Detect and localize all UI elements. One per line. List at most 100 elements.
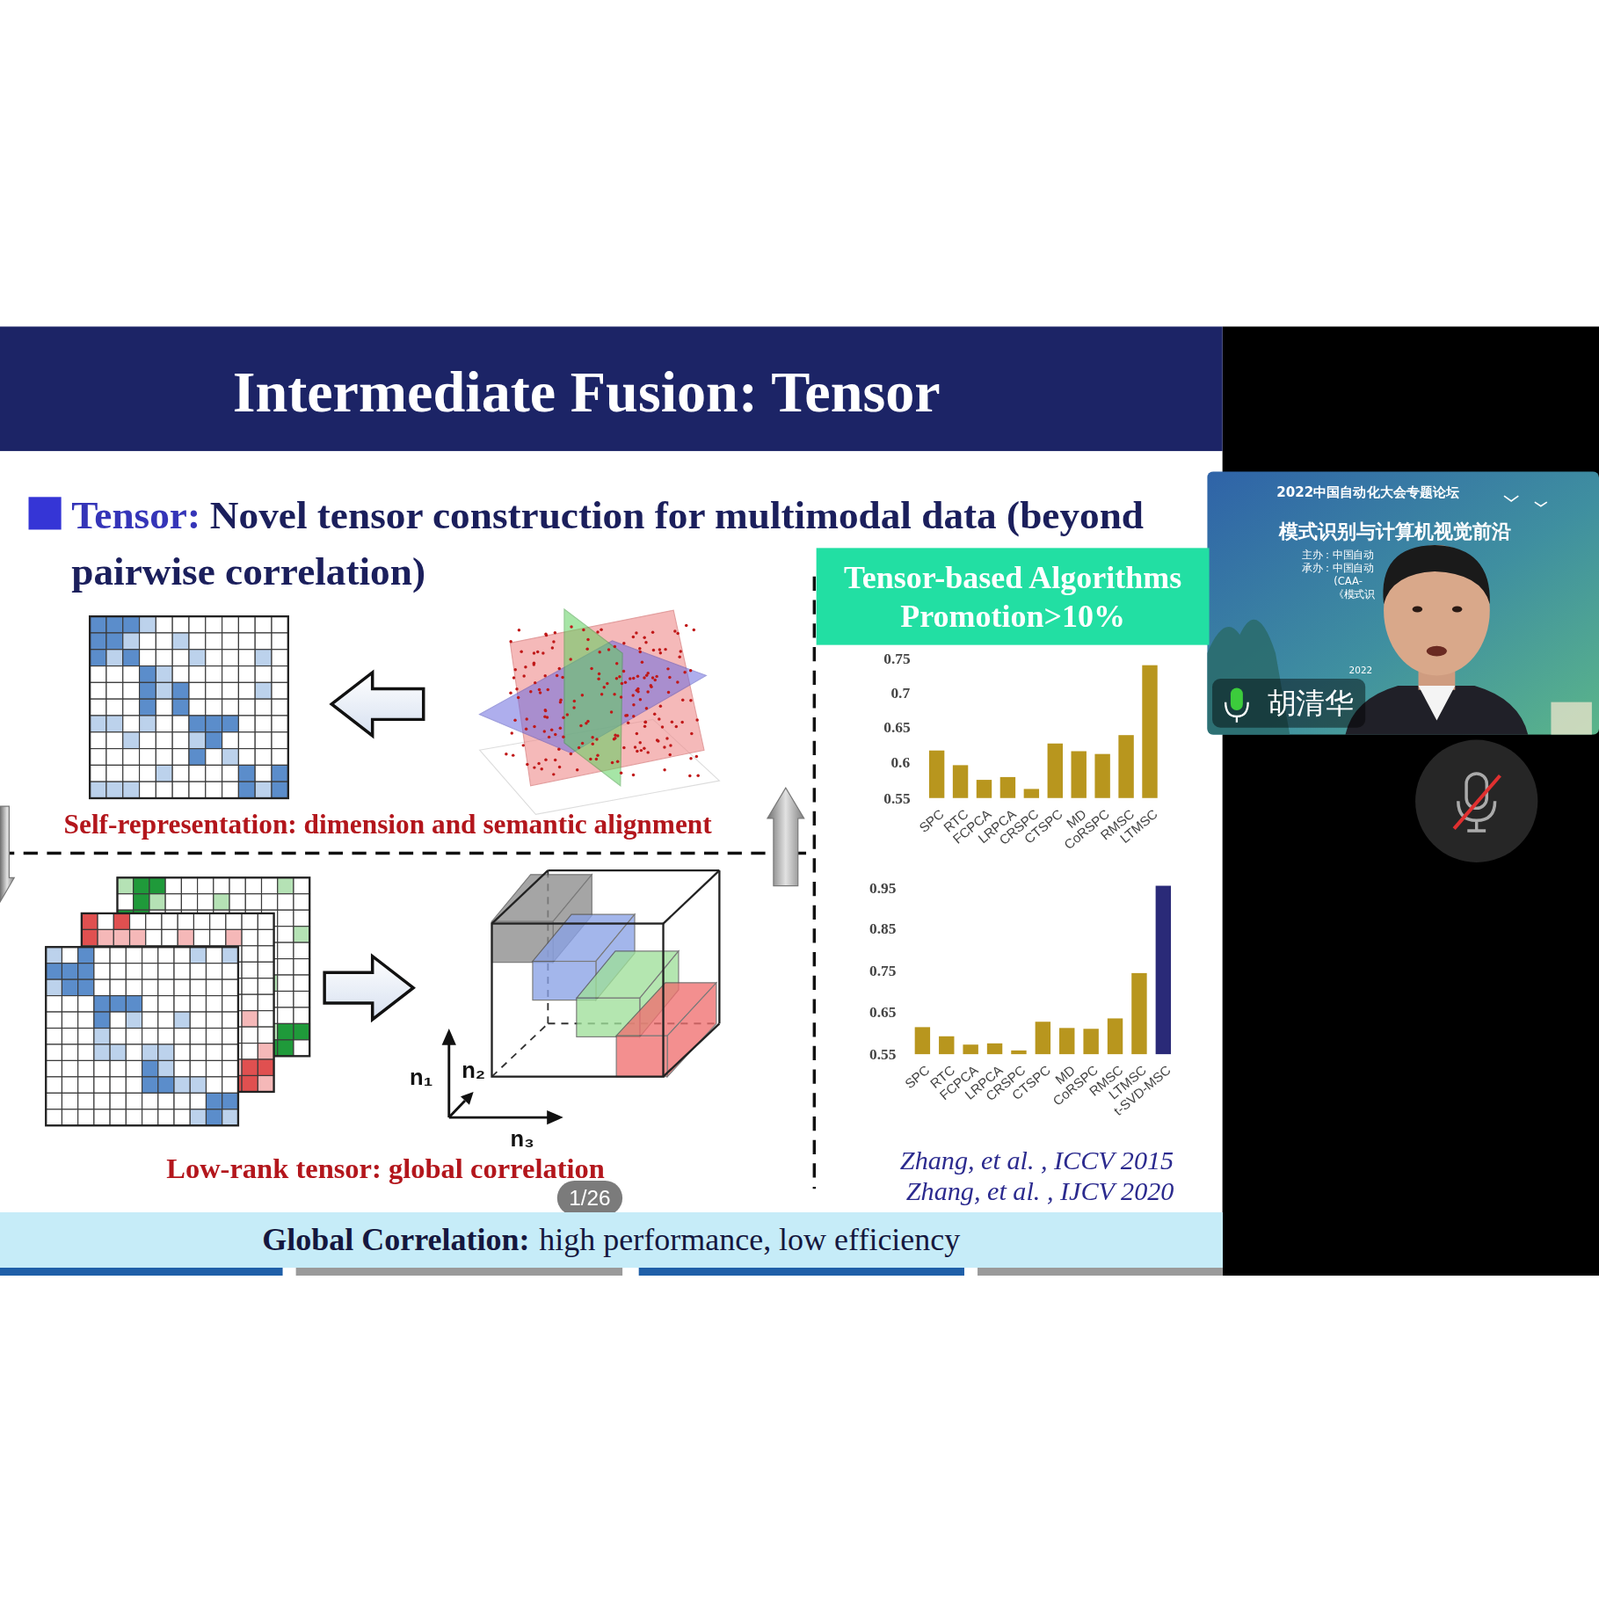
matrix-cell: [245, 893, 262, 910]
matrix-cell: [139, 698, 157, 716]
data-point: [636, 674, 640, 677]
data-point: [532, 725, 536, 728]
matrix-cell: [293, 1039, 310, 1056]
data-point: [522, 674, 525, 677]
matrix-cell: [181, 877, 197, 894]
matrix-cell: [116, 877, 133, 894]
matrix-cell: [61, 1076, 78, 1093]
matrix-cell: [89, 748, 107, 766]
matrix-cell: [222, 995, 239, 1012]
matrix-cell: [45, 979, 62, 996]
data-point: [642, 675, 646, 679]
matrix-cell: [188, 715, 206, 733]
data-point: [638, 646, 641, 650]
data-point: [524, 727, 528, 731]
matrix-cell: [94, 1028, 110, 1045]
matrix-cell: [257, 929, 274, 945]
progress-segment: [977, 1267, 1223, 1276]
node-text: 1/26: [568, 1184, 611, 1211]
matrix-cell: [142, 995, 159, 1012]
matrix-cell: [145, 929, 162, 945]
data-point: [619, 695, 623, 698]
matrix-cell: [61, 1044, 78, 1061]
data-point: [561, 735, 565, 739]
matrix-border: [45, 946, 239, 1126]
matrix-cell: [158, 1044, 175, 1061]
data-point: [559, 697, 562, 701]
hollow-arrow: [331, 672, 423, 736]
matrix-cell: [125, 1092, 142, 1109]
data-point: [632, 676, 635, 680]
matrix-cell: [293, 991, 310, 1008]
matrix-cell: [78, 1028, 95, 1045]
matrix-cell: [188, 632, 206, 650]
matrix-cell: [61, 1028, 78, 1045]
mic-icon: [1225, 702, 1249, 723]
matrix-cell: [106, 682, 124, 699]
tick-label: 0.75: [869, 962, 896, 981]
organizer-line: 《模式识: [1333, 588, 1374, 601]
matrix-cell: [113, 913, 130, 930]
matrix-cell: [189, 1028, 206, 1045]
matrix-cell: [139, 649, 157, 667]
data-point: [610, 710, 613, 713]
matrix-cell: [245, 877, 262, 894]
matrix-cell: [277, 974, 294, 991]
matrix-cell: [61, 1092, 78, 1109]
data-point: [543, 674, 546, 677]
matrix-cell: [254, 616, 272, 633]
data-point: [551, 646, 554, 649]
mic-icon: [1230, 687, 1243, 711]
matrix-cell: [161, 913, 178, 930]
tensor-cube: [492, 870, 720, 1076]
matrix-cell: [142, 946, 159, 963]
data-point: [639, 748, 643, 752]
matrix-cell: [293, 942, 310, 959]
matrix-cell: [205, 1028, 222, 1045]
matrix-cell: [109, 946, 126, 963]
matrix-cell: [78, 1060, 95, 1076]
matrix-cell: [229, 877, 246, 894]
matrix-cell: [174, 1044, 190, 1061]
bar: [1035, 1021, 1051, 1054]
matrix-cell: [78, 1076, 95, 1093]
bar: [1094, 754, 1110, 799]
panel-caption: Self-representation: dimension and seman…: [64, 808, 713, 841]
matrix-cell: [210, 929, 226, 945]
slide-ground: [0, 326, 1223, 1276]
matrix-cell: [123, 781, 140, 799]
data-point: [622, 746, 626, 749]
matrix-cell: [109, 1011, 126, 1028]
matrix-cell: [78, 1109, 95, 1126]
data-point: [569, 625, 573, 628]
matrix-cell: [189, 1076, 206, 1093]
data-point: [555, 674, 559, 677]
data-point: [513, 719, 517, 722]
data-point: [573, 699, 576, 703]
matrix-cell: [123, 649, 140, 667]
data-point: [596, 677, 600, 681]
matrix-cell: [277, 1039, 294, 1056]
bar: [1071, 750, 1087, 798]
matrix-layer-green: [116, 877, 310, 1056]
matrix-cell: [89, 715, 107, 733]
matrix-cell: [94, 946, 110, 963]
data-point: [639, 697, 642, 701]
matrix-cell: [238, 732, 255, 749]
data-point: [622, 669, 626, 673]
matrix-cell: [205, 979, 222, 996]
matrix-cell: [45, 1109, 62, 1126]
matrix-cell: [174, 1028, 190, 1045]
data-point: [595, 757, 598, 761]
data-point: [644, 720, 647, 724]
matrix-cell: [133, 893, 150, 910]
matrix-cell: [155, 781, 173, 799]
data-point: [639, 741, 642, 744]
axis-label: n₃: [509, 1125, 534, 1151]
matrix-cell: [241, 1010, 258, 1027]
matrix-cell: [158, 979, 175, 996]
data-point: [655, 738, 659, 742]
data-point: [681, 698, 684, 702]
data-point: [552, 639, 555, 643]
